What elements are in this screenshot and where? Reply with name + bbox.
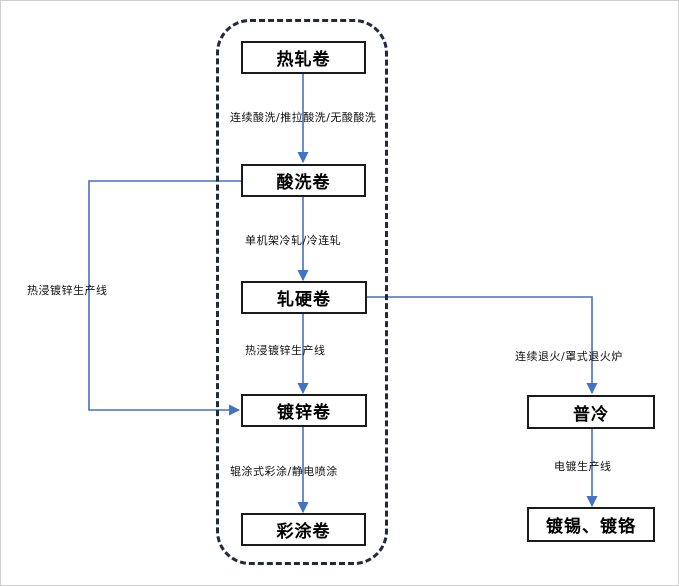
node-hot-rolled: 热轧卷 xyxy=(241,41,366,74)
edge-label-pickling: 连续酸洗/推拉酸洗/无酸酸洗 xyxy=(230,111,377,124)
node-hard-rolled: 轧硬卷 xyxy=(241,281,367,314)
edge-label-hot-dip-center: 热浸镀锌生产线 xyxy=(245,344,326,357)
node-color-coated: 彩涂卷 xyxy=(241,513,366,546)
edge-label-annealing: 连续退火/罩式退火炉 xyxy=(515,350,623,363)
node-cold-rolled: 普冷 xyxy=(527,395,655,429)
edge-label-hot-dip-left: 热浸镀锌生产线 xyxy=(27,284,108,297)
node-pickled: 酸洗卷 xyxy=(241,164,366,197)
node-galvanized: 镀锌卷 xyxy=(241,394,367,427)
node-tin-chrome: 镀锡、镀铬 xyxy=(527,507,655,542)
arrow-hard-to-cold xyxy=(367,296,598,395)
edge-label-electroplating: 电镀生产线 xyxy=(554,460,612,473)
arrow-pickled-to-galvanized xyxy=(88,180,241,416)
edge-label-cold-rolling: 单机架冷轧/冷连轧 xyxy=(245,234,342,247)
edge-label-coating: 辊涂式彩涂/静电喷涂 xyxy=(230,465,338,478)
dashed-frame xyxy=(216,19,388,565)
